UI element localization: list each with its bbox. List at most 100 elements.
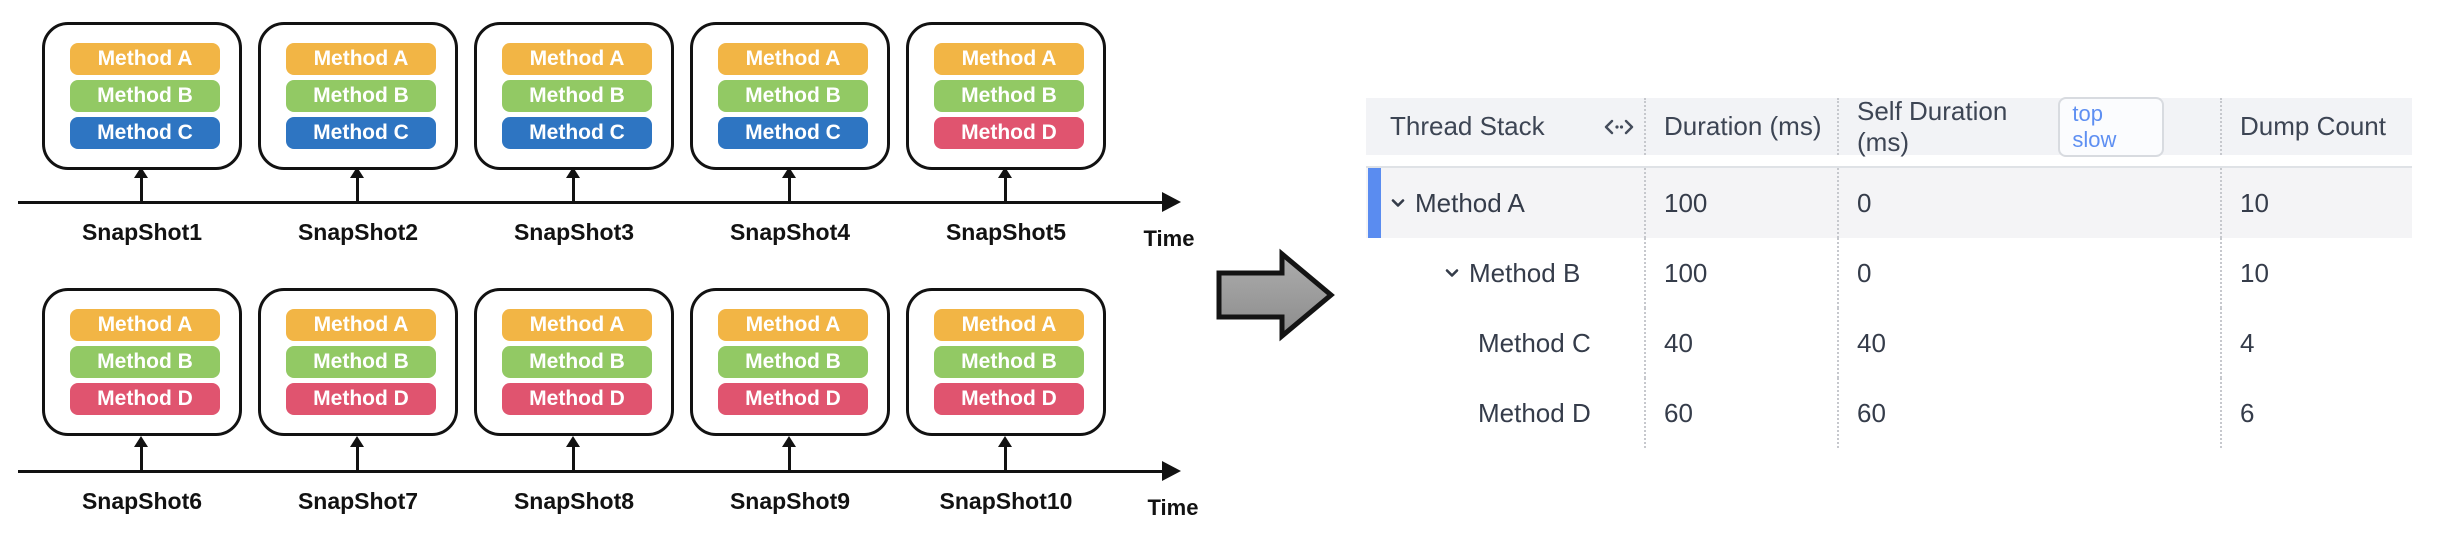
snapshot-card: Method A Method B Method D <box>906 22 1106 170</box>
method-chip: Method D <box>286 383 436 415</box>
method-chip: Method A <box>934 309 1084 341</box>
snapshot-card: Method A Method B Method C <box>42 22 242 170</box>
header-self-duration-label: Self Duration (ms) <box>1857 95 2008 157</box>
thread-stack-table: Thread Stack Duration (ms) Self Duration… <box>1366 95 2412 448</box>
selected-row-indicator <box>1368 168 1381 238</box>
snapshot-label: SnapShot1 <box>81 219 203 245</box>
snapshot-card: Method A Method B Method D <box>258 288 458 436</box>
method-chip: Method D <box>934 117 1084 149</box>
cell-duration: 60 <box>1644 378 1837 448</box>
header-duration: Duration (ms) <box>1644 98 1837 155</box>
snapshot-label: SnapShot3 <box>513 219 635 245</box>
cell-self-duration: 0 <box>1837 168 2220 238</box>
method-chip: Method B <box>934 346 1084 378</box>
snapshot-pointer-arrow <box>998 167 1012 203</box>
cell-self-duration: 60 <box>1837 378 2220 448</box>
timeline-axis <box>18 201 1162 204</box>
snapshot-pointer-arrow <box>134 167 148 203</box>
table-row[interactable]: Method A 100 0 10 <box>1366 168 2412 238</box>
header-dump-count: Dump Count <box>2220 98 2412 155</box>
chevron-down-icon[interactable] <box>1442 263 1462 283</box>
snapshot-card: Method A Method B Method D <box>42 288 242 436</box>
table-row[interactable]: Method C 40 40 4 <box>1366 308 2412 378</box>
cell-dump-count: 6 <box>2220 378 2412 448</box>
snapshot-pointer-arrow <box>566 167 580 203</box>
column-resize-icon[interactable] <box>1603 118 1635 136</box>
snapshot-pointer-arrow <box>134 436 148 472</box>
method-chip: Method A <box>718 43 868 75</box>
snapshot-card: Method A Method B Method C <box>258 22 458 170</box>
method-chip: Method A <box>502 309 652 341</box>
cell-self-duration: 0 <box>1837 238 2220 308</box>
method-chip: Method B <box>70 80 220 112</box>
header-thread-stack: Thread Stack <box>1366 98 1644 155</box>
snapshot-label: SnapShot9 <box>729 488 851 514</box>
method-chip: Method B <box>286 346 436 378</box>
header-self-duration: Self Duration (ms) top slow <box>1837 95 2220 157</box>
snapshot-label: SnapShot8 <box>513 488 635 514</box>
snapshot-label: SnapShot2 <box>297 219 419 245</box>
method-chip: Method C <box>502 117 652 149</box>
cell-dump-count: 10 <box>2220 238 2412 308</box>
cell-thread-stack: Method A <box>1366 168 1644 238</box>
method-chip: Method D <box>718 383 868 415</box>
header-thread-stack-label: Thread Stack <box>1390 111 1545 141</box>
method-chip: Method A <box>286 309 436 341</box>
method-chip: Method A <box>70 43 220 75</box>
table-divider <box>1366 166 2412 168</box>
snapshot-pointer-arrow <box>782 436 796 472</box>
snapshot-pointer-arrow <box>350 436 364 472</box>
snapshot-card: Method A Method B Method C <box>474 22 674 170</box>
snapshot-pointer-arrow <box>350 167 364 203</box>
method-chip: Method B <box>718 80 868 112</box>
method-chip: Method B <box>934 80 1084 112</box>
top-slow-badge[interactable]: top slow <box>2058 96 2164 157</box>
method-chip: Method B <box>502 80 652 112</box>
cell-self-duration: 40 <box>1837 308 2220 378</box>
cell-duration: 40 <box>1644 308 1837 378</box>
method-name: Method C <box>1478 327 1591 358</box>
method-chip: Method D <box>70 383 220 415</box>
cell-thread-stack: Method C <box>1366 308 1644 378</box>
snapshot-label: SnapShot5 <box>945 219 1067 245</box>
snapshot-card: Method A Method B Method D <box>906 288 1106 436</box>
transform-arrow-icon <box>1216 248 1335 342</box>
method-chip: Method D <box>502 383 652 415</box>
method-chip: Method B <box>70 346 220 378</box>
cell-thread-stack: Method B <box>1366 238 1644 308</box>
method-chip: Method A <box>502 43 652 75</box>
method-chip: Method B <box>502 346 652 378</box>
method-name: Method D <box>1478 397 1591 428</box>
method-chip: Method B <box>286 80 436 112</box>
chevron-down-icon[interactable] <box>1388 193 1408 213</box>
timeline-arrowhead-icon <box>1162 192 1181 212</box>
cell-dump-count: 4 <box>2220 308 2412 378</box>
method-chip: Method C <box>70 117 220 149</box>
method-chip: Method D <box>934 383 1084 415</box>
method-chip: Method A <box>934 43 1084 75</box>
snapshot-card: Method A Method B Method C <box>690 22 890 170</box>
method-chip: Method B <box>718 346 868 378</box>
table-row[interactable]: Method D 60 60 6 <box>1366 378 2412 448</box>
snapshot-label: SnapShot7 <box>297 488 419 514</box>
snapshot-pointer-arrow <box>566 436 580 472</box>
method-chip: Method C <box>718 117 868 149</box>
table-header: Thread Stack Duration (ms) Self Duration… <box>1366 95 2412 157</box>
snapshot-card: Method A Method B Method D <box>474 288 674 436</box>
snapshot-label: SnapShot4 <box>729 219 851 245</box>
method-chip: Method A <box>286 43 436 75</box>
timeline-arrowhead-icon <box>1162 461 1181 481</box>
method-name: Method A <box>1415 187 1525 218</box>
cell-duration: 100 <box>1644 238 1837 308</box>
snapshot-card: Method A Method B Method D <box>690 288 890 436</box>
method-name: Method B <box>1469 257 1581 288</box>
method-chip: Method A <box>718 309 868 341</box>
table-row[interactable]: Method B 100 0 10 <box>1366 238 2412 308</box>
cell-thread-stack: Method D <box>1366 378 1644 448</box>
snapshot-label: SnapShot10 <box>939 488 1073 514</box>
method-chip: Method A <box>70 309 220 341</box>
timeline-axis <box>18 470 1162 473</box>
time-label: Time <box>1147 495 1199 520</box>
time-label: Time <box>1143 226 1195 251</box>
